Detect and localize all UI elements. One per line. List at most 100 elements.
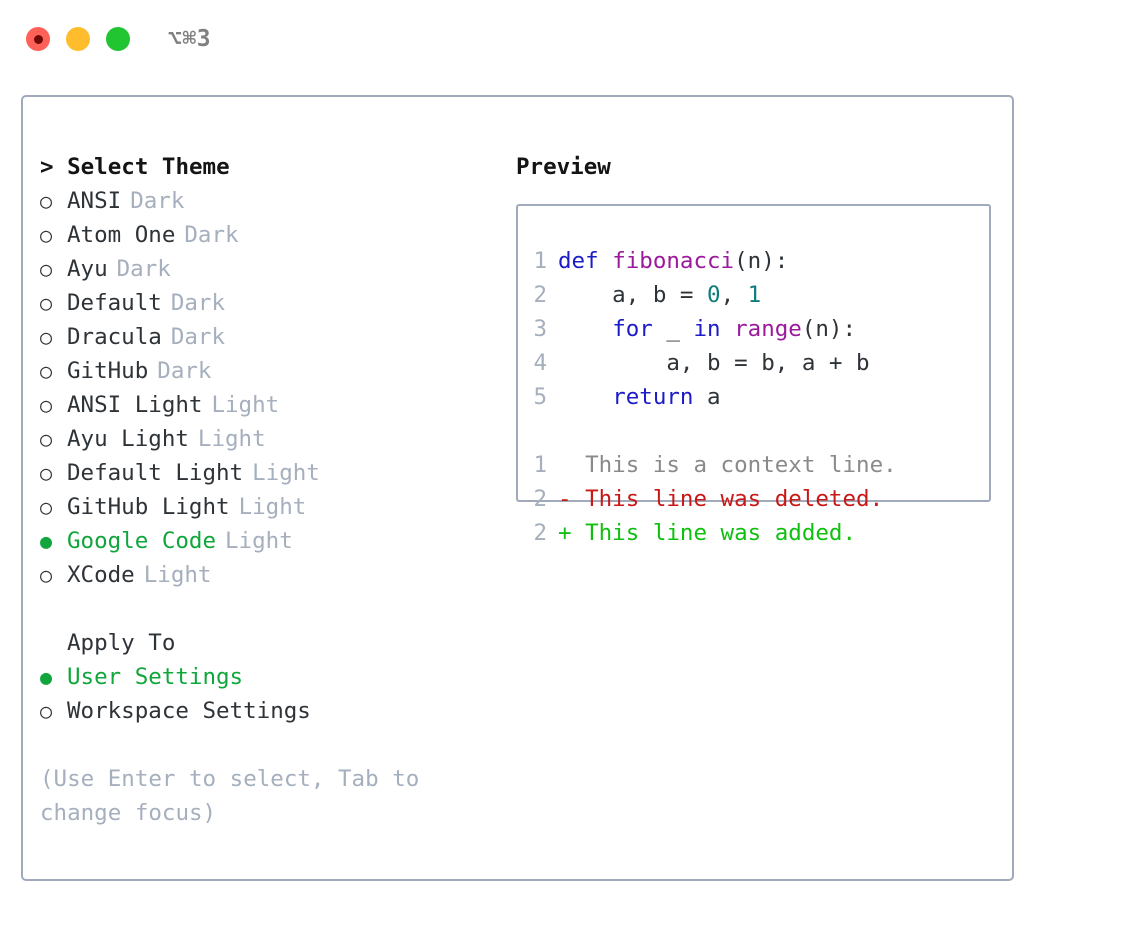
code-token-kw: in <box>693 316 721 342</box>
radio-unselected-icon: ○ <box>40 291 53 315</box>
theme-variant-tag: Light <box>238 494 307 520</box>
diff-marker <box>558 448 585 482</box>
keyboard-hint: (Use Enter to select, Tab to change focu… <box>40 766 420 826</box>
diff-line-add: 2+ This line was added. <box>518 516 989 550</box>
keyboard-shortcut-label: ⌥⌘3 <box>168 26 212 52</box>
apply-to-option-user-settings[interactable]: ● User Settings <box>40 660 505 694</box>
window-controls <box>26 27 130 51</box>
code-token-pl <box>721 316 735 342</box>
code-token-pl <box>558 316 612 342</box>
theme-variant-tag: Light <box>197 426 266 452</box>
diff-line-text: This is a context line. <box>585 452 897 478</box>
diff-line-text: This line was added. <box>585 520 857 546</box>
code-line: 2 a, b = 0, 1 <box>518 278 989 312</box>
theme-option-label: Default <box>67 290 162 316</box>
radio-selected-icon: ● <box>40 665 53 689</box>
theme-option-github[interactable]: ○ GitHub Dark <box>40 354 505 388</box>
theme-variant-tag: Light <box>252 460 320 486</box>
theme-variant-tag: Light <box>211 392 280 418</box>
line-number: 3 <box>533 316 547 342</box>
code-token-kw: return <box>612 384 694 410</box>
theme-option-label: Dracula <box>67 324 162 350</box>
code-token-pl: a, b = <box>558 282 708 308</box>
radio-unselected-icon: ○ <box>40 563 53 587</box>
preview-heading: Preview <box>516 154 611 180</box>
apply-to-list: ● User Settings ○ Workspace Settings <box>40 660 505 728</box>
theme-option-label: Atom One <box>67 222 176 248</box>
list-spacer <box>40 592 505 626</box>
theme-option-label: GitHub <box>67 358 149 384</box>
diff-line-ctx: 1 This is a context line. <box>518 448 989 482</box>
line-number: 1 <box>533 248 547 274</box>
code-line: 3 for _ in range(n): <box>518 312 989 346</box>
radio-unselected-icon: ○ <box>40 257 53 281</box>
theme-option-label: Default Light <box>67 460 244 486</box>
radio-unselected-icon: ○ <box>40 189 53 213</box>
line-number: 1 <box>533 452 547 478</box>
apply-to-heading: Apply To <box>67 630 176 656</box>
theme-option-label: GitHub Light <box>67 494 230 520</box>
line-number: 2 <box>533 282 547 308</box>
theme-option-default-light[interactable]: ○ Default Light Light <box>40 456 505 490</box>
theme-option-default[interactable]: ○ Default Dark <box>40 286 505 320</box>
theme-option-github-light[interactable]: ○ GitHub Light Light <box>40 490 505 524</box>
radio-unselected-icon: ○ <box>40 359 53 383</box>
title-bar: ⌥⌘3 <box>0 0 1140 78</box>
code-token-pl <box>558 384 612 410</box>
diff-line-del: 2- This line was deleted. <box>518 482 989 516</box>
line-number: 2 <box>533 520 547 546</box>
apply-to-option-label: User Settings <box>67 664 244 690</box>
preview-gap <box>518 414 989 448</box>
theme-variant-tag: Dark <box>170 324 226 350</box>
code-line-text: a, b = b, a + b <box>558 346 870 380</box>
minimize-button[interactable] <box>66 27 90 51</box>
code-line: 1 def fibonacci(n): <box>518 244 989 278</box>
theme-variant-tag: Dark <box>130 188 185 214</box>
line-number: 5 <box>533 384 547 410</box>
theme-variant-tag: Dark <box>170 290 226 316</box>
maximize-button[interactable] <box>106 27 130 51</box>
theme-option-ansi[interactable]: ○ ANSI Dark <box>40 184 505 218</box>
code-token-pl: a, b = b, a + b <box>558 350 870 376</box>
theme-variant-tag: Dark <box>157 358 212 384</box>
radio-unselected-icon: ○ <box>40 223 53 247</box>
code-token-pl: _ <box>652 316 694 342</box>
code-token-pl: a <box>693 384 721 410</box>
code-token-num: 1 <box>747 282 762 308</box>
theme-option-label: ANSI <box>67 188 122 214</box>
code-token-pl: , <box>720 282 748 308</box>
code-token-kw: def <box>558 248 613 274</box>
radio-unselected-icon: ○ <box>40 461 53 485</box>
code-line-text: return a <box>558 380 721 414</box>
code-line: 5 return a <box>518 380 989 414</box>
radio-unselected-icon: ○ <box>40 699 53 723</box>
apply-to-option-workspace-settings[interactable]: ○ Workspace Settings <box>40 694 505 728</box>
code-line-text: def fibonacci(n): <box>558 244 788 278</box>
code-line-text: for _ in range(n): <box>558 312 856 346</box>
apply-to-option-label: Workspace Settings <box>67 698 311 724</box>
close-button[interactable] <box>26 27 50 51</box>
radio-unselected-icon: ○ <box>40 495 53 519</box>
code-token-fn: fibonacci <box>612 248 735 274</box>
diff-line-text: This line was deleted. <box>585 486 884 512</box>
caret-icon: > <box>40 154 68 180</box>
code-token-fn: range <box>734 316 802 342</box>
diff-marker: - <box>558 486 586 512</box>
line-number: 4 <box>533 350 547 376</box>
radio-selected-icon: ● <box>40 529 53 553</box>
theme-variant-tag: Light <box>225 528 293 554</box>
diff-sample: 1 This is a context line.2- This line wa… <box>518 448 989 550</box>
code-token-kw: for <box>612 316 653 342</box>
radio-unselected-icon: ○ <box>40 427 53 451</box>
theme-variant-tag: Dark <box>116 256 171 282</box>
